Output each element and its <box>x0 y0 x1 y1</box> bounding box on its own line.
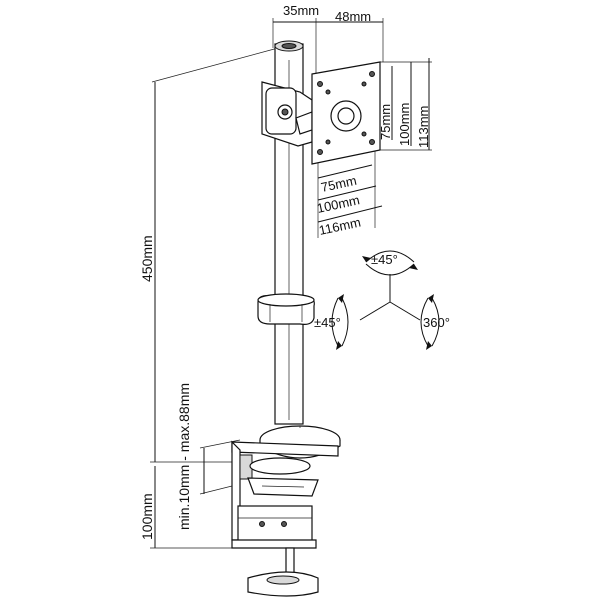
label-rotate: 360° <box>423 315 450 330</box>
label-plate-w116: 116mm <box>318 214 363 237</box>
label-plate-h113: 113mm <box>416 106 431 148</box>
label-desk-thickness: min.10mm - max.88mm <box>176 383 192 530</box>
label-pole-height: 450mm <box>139 235 155 282</box>
cable-collar <box>257 293 315 325</box>
label-vesa-v75: 75mm <box>378 104 393 140</box>
label-vesa-h75: 75mm <box>320 173 358 195</box>
desk-clamp <box>231 440 339 597</box>
tilt-head-joint <box>261 81 313 147</box>
swivel-arrow-icon <box>331 294 349 350</box>
label-offset-35: 35mm <box>283 3 319 18</box>
rotate-arrow-icon <box>420 294 440 350</box>
label-vesa-h100: 100mm <box>316 192 362 216</box>
label-vesa-v100: 100mm <box>397 103 412 146</box>
dimension-lines <box>150 18 432 549</box>
label-offset-48: 48mm <box>335 9 371 24</box>
vesa-plate <box>311 61 381 165</box>
dimension-labels: 35mm 48mm 75mm 100mm 113mm 75mm 100mm 11… <box>139 3 450 540</box>
label-tilt: ±45° <box>371 252 398 267</box>
rotation-axes <box>359 274 421 321</box>
tilt-arrow-icon <box>362 250 418 276</box>
label-clamp-height: 100mm <box>139 493 155 540</box>
label-swivel: ±45° <box>314 315 341 330</box>
